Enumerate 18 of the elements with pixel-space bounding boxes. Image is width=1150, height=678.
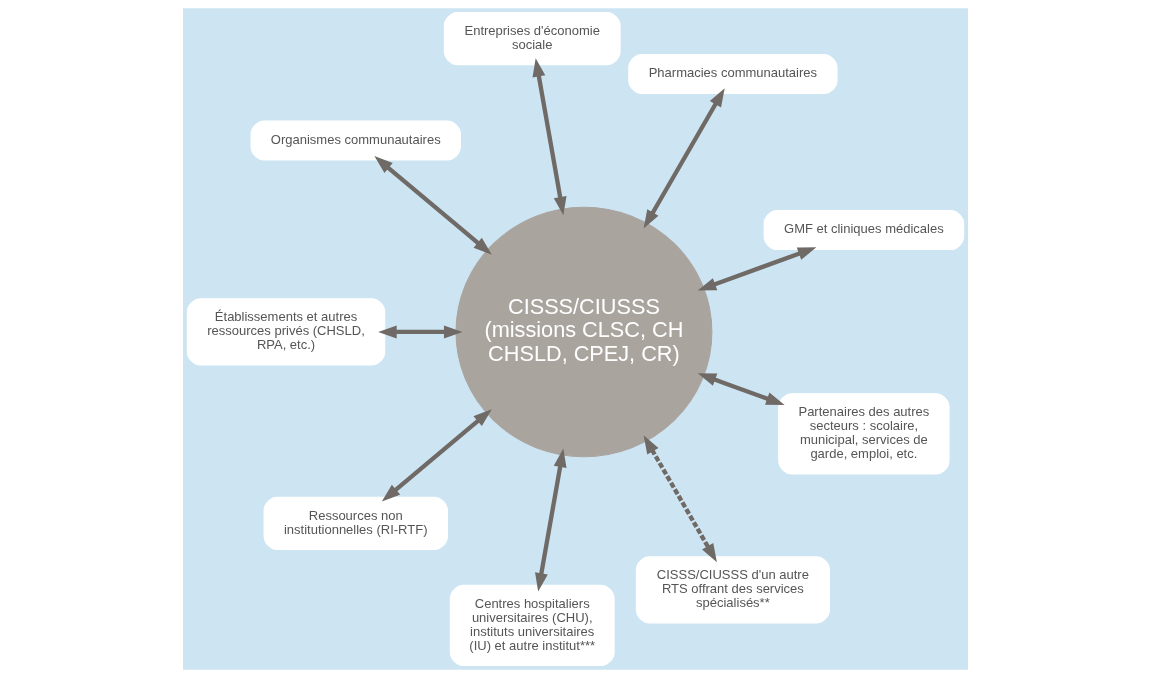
node-box: CISSS/CIUSSS d'un autre RTS offrant des services spécialisés**	[635, 556, 830, 624]
node-box: GMF et cliniques médicales	[763, 210, 964, 251]
arrow	[532, 58, 567, 216]
arrow	[697, 373, 785, 405]
node-box: Ressources non institutionnelles (RI-RTF)	[263, 496, 448, 550]
node-box: Entreprises d'économie sociale	[443, 12, 621, 66]
arrow	[643, 88, 725, 229]
arrow	[643, 435, 717, 563]
arrow	[697, 247, 816, 291]
node-box: Partenaires des autres secteurs : scolaire, municipal, services de garde, emploi, etc.	[777, 393, 950, 475]
arrow	[534, 448, 567, 592]
node-box: Centres hospitaliers universitaires (CHU), instituts universitaires (IU) et autre institut***	[449, 584, 615, 666]
node-box: Établissements et autres ressources privés (CHSLD, RPA, etc.)	[186, 298, 385, 366]
node-box: Organismes communautaires	[250, 120, 461, 161]
node-box: Pharmacies communautaires	[627, 53, 838, 95]
arrow	[373, 156, 492, 255]
arrow	[381, 409, 492, 502]
arrow	[377, 325, 462, 339]
